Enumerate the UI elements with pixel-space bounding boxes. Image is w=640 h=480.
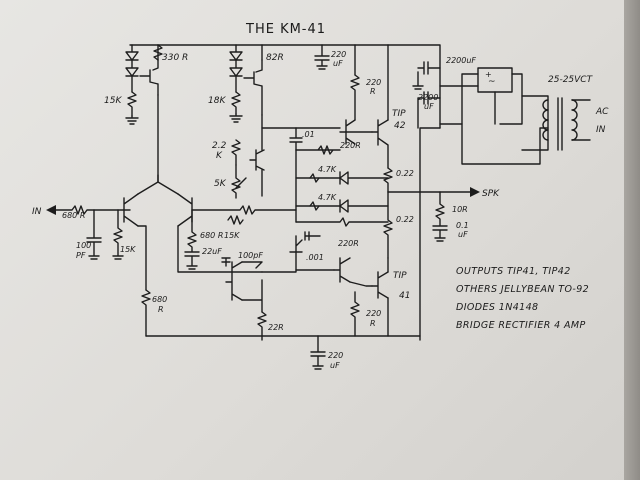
label-r-022-top: 0.22: [396, 169, 414, 178]
label-c-2200: 2200uF: [446, 56, 476, 65]
label-r-330: 330 R: [162, 53, 188, 63]
resistor-220r-top: [350, 74, 360, 121]
note-others: OTHERS JELLYBEAN TO-92: [456, 284, 589, 295]
label-spk: SPK: [482, 189, 500, 199]
label-c-220-top: 220: [331, 50, 346, 59]
label-r-47k-1: 4.7K: [318, 165, 337, 174]
label-ac-in-1: AC: [595, 107, 609, 117]
bias-string-left: [125, 44, 163, 183]
output-emitter-resistors: [383, 167, 480, 259]
label-r-5k: 5K: [214, 179, 227, 189]
paper-edge-shadow: [624, 0, 640, 480]
transformer: [461, 95, 591, 165]
bridge-rectifier: [439, 67, 523, 125]
label-r-680-in: 680 R: [62, 211, 85, 220]
label-c-001: .001: [306, 253, 324, 262]
negative-rail: [310, 127, 441, 370]
input-stage: [46, 174, 297, 291]
label-c-01: .01: [302, 130, 315, 139]
label-c-220-bot-2: uF: [330, 361, 340, 370]
label-r-10: 10R: [452, 205, 468, 214]
label-r-220-b: 220R: [338, 239, 359, 248]
label-r-220-bot-1: 220: [366, 309, 381, 318]
label-transformer: 25-25VCT: [548, 75, 594, 85]
transistor-tip42: [339, 119, 389, 169]
label-r-220-a: 220R: [340, 141, 361, 150]
label-c-100pf-b: 100pF: [238, 251, 263, 260]
label-r-2-2k-2: K: [216, 151, 223, 161]
label-c-2200-b: 2200: [418, 93, 438, 102]
label-r-680-bot-1: 680: [152, 295, 167, 304]
schematic-title: THE KM-41: [245, 22, 326, 37]
label-bridge-plus: +: [485, 70, 492, 79]
zobel-network: [432, 191, 448, 242]
note-bridge: BRIDGE RECTIFIER 4 AMP: [456, 320, 586, 331]
label-c-220-top-unit: uF: [333, 59, 343, 68]
label-r-15k-fb: 15K: [224, 231, 240, 240]
label-c-01-out-1: 0.1: [456, 221, 469, 230]
label-in: IN: [32, 207, 42, 217]
label-r-220-bot-2: R: [370, 319, 376, 328]
label-tip41-num: 41: [399, 291, 410, 301]
label-r-15k-in: 15K: [120, 245, 136, 254]
label-c-100pf-unit: PF: [76, 251, 86, 260]
feedback-network: [184, 209, 389, 270]
label-r-680-fb: 680 R: [200, 231, 223, 240]
label-r-18k: 18K: [208, 96, 226, 106]
label-r-220-top: 220: [366, 78, 381, 87]
label-tip41: TIP: [393, 271, 407, 281]
note-diodes: DIODES 1N4148: [456, 302, 539, 313]
cap-2200uf-bottom: [417, 91, 441, 129]
label-ac-in-2: IN: [596, 125, 606, 135]
label-c-2200-b-unit: uF: [424, 102, 434, 111]
label-r-2-2k-1: 2.2: [212, 141, 227, 151]
cap-2200uf-top: [412, 61, 441, 90]
label-c-100pf: 100: [76, 241, 91, 250]
label-c-22uf: 22uF: [202, 247, 222, 256]
vbe-multiplier: [231, 127, 341, 199]
bias-string-right: [229, 44, 263, 129]
label-r-47k-2: 4.7K: [318, 193, 337, 202]
label-c-01-out-2: uF: [458, 230, 468, 239]
label-r-82: 82R: [266, 53, 284, 63]
label-r-15k-top: 15K: [104, 96, 122, 106]
note-outputs: OUTPUTS TIP41, TIP42: [456, 266, 571, 277]
label-r-22: 22R: [268, 323, 284, 332]
vas-stage: [141, 251, 421, 341]
label-bridge-ac: ~: [488, 77, 496, 87]
label-r-220-top-unit: R: [370, 87, 376, 96]
label-r-680-bot-2: R: [158, 305, 164, 314]
label-r-022-bot: 0.22: [396, 215, 414, 224]
label-tip42: TIP: [392, 109, 406, 119]
label-tip42-num: 42: [394, 121, 406, 131]
cap-220uf-top: [314, 44, 330, 70]
label-c-220-bot-1: 220: [328, 351, 343, 360]
transistor-tip41: [295, 257, 389, 337]
diode-resistor-network: [295, 149, 389, 223]
